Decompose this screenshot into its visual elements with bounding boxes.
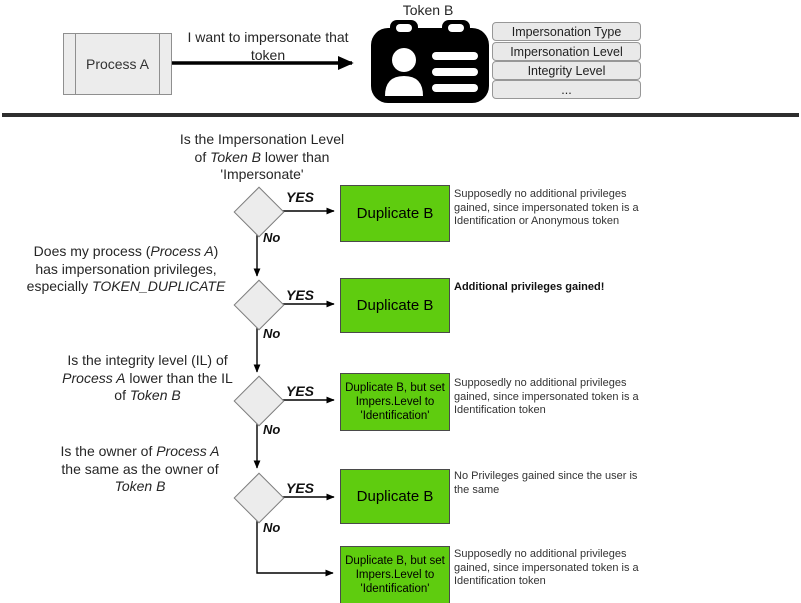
yes-label: YES [286,189,315,205]
section-divider [2,113,799,117]
no-label: No [263,230,281,245]
no-label: No [263,422,281,437]
action-box: Duplicate B [340,185,450,242]
no-label: No [263,520,281,535]
token-attribute-pill: Integrity Level [492,61,641,80]
action-note: Additional privileges gained! [454,281,605,293]
token-attribute-pill: Impersonation Type [492,22,641,41]
yes-label: YES [286,480,315,496]
yes-label: YES [286,383,315,399]
token-attribute-pill: Impersonation Level [492,42,641,61]
process-box-bar-right [159,34,160,94]
process-a-node: Process A [63,33,172,95]
process-a-label: Process A [85,56,150,72]
process-box-bar-left [75,34,76,94]
token-attribute-pill: ... [492,80,641,99]
no-label: No [263,326,281,341]
decision-diamond [233,279,285,331]
token-b-label: Token B [402,2,454,18]
action-box: Duplicate B [340,469,450,524]
yes-label: YES [286,287,315,303]
token-badge-icon [371,20,489,103]
action-box: Duplicate B [340,278,450,333]
decision-question: Does my process (Process A)has impersona… [26,243,226,294]
